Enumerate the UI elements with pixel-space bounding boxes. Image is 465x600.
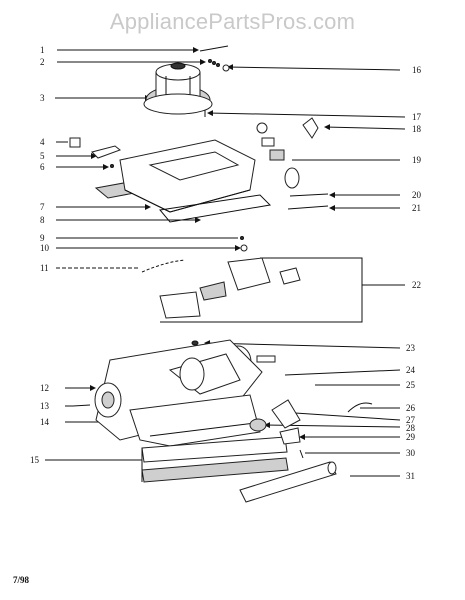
callout-5: 5 [40,151,45,161]
watermark-logo: AppliancePartsPros.com [109,9,356,34]
part-9-washer [240,236,244,240]
callout-25: 25 [406,380,416,390]
callout-31: 31 [406,471,415,481]
callout-20: 20 [412,190,422,200]
callout-17: 17 [412,112,422,122]
callout-26: 26 [406,403,416,413]
part-22-brush-assembly [159,257,301,319]
callout-30: 30 [406,448,416,458]
callout-9: 9 [40,233,45,243]
part-13-axle-screw [72,404,91,407]
callout-13: 13 [40,401,50,411]
part-18-bracket [302,117,319,139]
callout-6: 6 [40,162,45,172]
callout-3: 3 [40,93,45,103]
part-20-rod [289,193,329,197]
part-26-cord [347,402,373,413]
callout-29: 29 [406,432,416,442]
part-21-rod [287,205,329,210]
callout-21: 21 [412,203,421,213]
part-5-latch [91,145,122,159]
callout-24: 24 [406,365,416,375]
part-27-hinge [271,399,301,429]
part-4-clip [69,137,81,148]
callout-11: 11 [40,263,49,273]
callout-8: 8 [40,215,45,225]
callout-7: 7 [40,202,45,212]
callout-22: 22 [412,280,421,290]
leader-lines [45,47,406,477]
part-10-gear [240,244,248,252]
callout-2: 2 [40,57,45,67]
part-29-latch [279,427,301,445]
part-12-front-wheel [94,382,122,418]
part-6-spring [110,164,114,168]
callout-10: 10 [40,243,50,253]
part-11-belt [141,259,186,273]
part-1-pin [199,45,229,52]
callout-15: 15 [30,455,40,465]
callout-23: 23 [406,343,416,353]
callout-1: 1 [40,45,45,55]
callout-numbers: 1 2 3 4 5 6 7 8 9 10 11 12 13 14 15 16 1… [30,45,422,481]
part-28-coupler [249,418,267,432]
part-30-pin [299,449,304,459]
callout-12: 12 [40,383,49,393]
part-23-clip [191,340,199,346]
callout-14: 14 [40,417,50,427]
callout-4: 4 [40,137,45,147]
part-31-hose [239,461,337,503]
revision-code: 7/98 [13,575,30,585]
part-3-motor [143,62,213,115]
callout-19: 19 [412,155,422,165]
callout-28: 28 [406,423,416,433]
part-19-switch-assembly [256,122,300,189]
part-8-housing [119,139,272,223]
callout-27: 27 [406,415,416,425]
part-15-brush-strips [141,436,289,483]
part-14-base [129,394,261,447]
callout-16: 16 [412,65,422,75]
part-2-screws [208,59,220,67]
callout-18: 18 [412,124,422,134]
part-16-washer [222,64,230,72]
